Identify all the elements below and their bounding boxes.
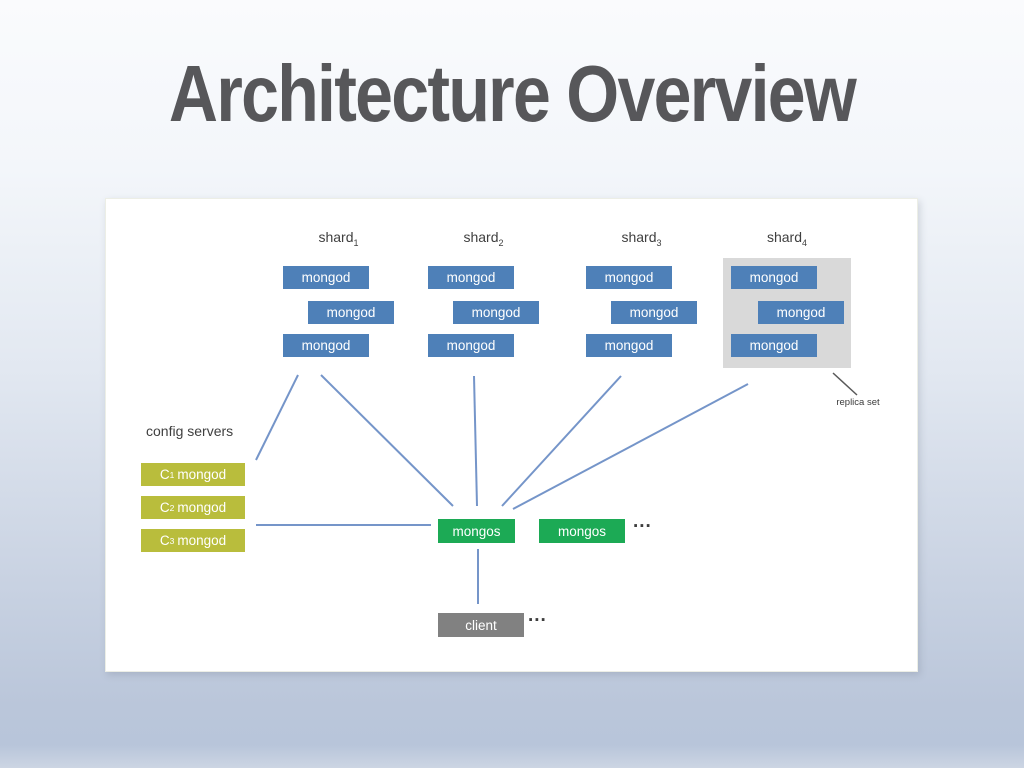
shard2-mongod-2: mongod xyxy=(453,301,539,324)
client-ellipsis: ... xyxy=(528,605,547,626)
connector-shard4-mongos xyxy=(512,383,749,510)
shard3-mongod-3: mongod xyxy=(586,334,672,357)
shard1-mongod-3: mongod xyxy=(283,334,369,357)
shard3-mongod-1: mongod xyxy=(586,266,672,289)
connector-shard3-mongos xyxy=(501,375,622,507)
replica-set-pointer-line xyxy=(832,372,858,396)
connector-shard1-mongos xyxy=(320,374,454,507)
shard2-mongod-1: mongod xyxy=(428,266,514,289)
shard4-mongod-1: mongod xyxy=(731,266,817,289)
shard1-label: shard1 xyxy=(318,229,359,248)
mongos-router-1: mongos xyxy=(438,519,515,543)
shard4-mongod-2: mongod xyxy=(758,301,844,324)
shard4-label: shard4 xyxy=(766,229,808,248)
shard3-label: shard3 xyxy=(621,229,662,248)
mongos-router-2: mongos xyxy=(539,519,625,543)
mongos-ellipsis: ... xyxy=(633,511,652,532)
shard1-mongod-2: mongod xyxy=(308,301,394,324)
shard2-mongod-3: mongod xyxy=(428,334,514,357)
shard1-mongod-1: mongod xyxy=(283,266,369,289)
config-servers-label: config servers xyxy=(146,423,234,439)
shard2-label: shard2 xyxy=(463,229,504,248)
shard3-mongod-2: mongod xyxy=(611,301,697,324)
slide-title: Architecture Overview xyxy=(168,49,857,138)
client-box: client xyxy=(438,613,524,637)
shard4-mongod-3: mongod xyxy=(731,334,817,357)
connector-shard1-config xyxy=(255,374,299,461)
replica-set-label: replica set xyxy=(836,397,880,408)
diagram-panel: shard1 shard2 shard3 shard4 mongod mongo… xyxy=(105,198,918,672)
connector-shard2-mongos xyxy=(473,375,478,507)
